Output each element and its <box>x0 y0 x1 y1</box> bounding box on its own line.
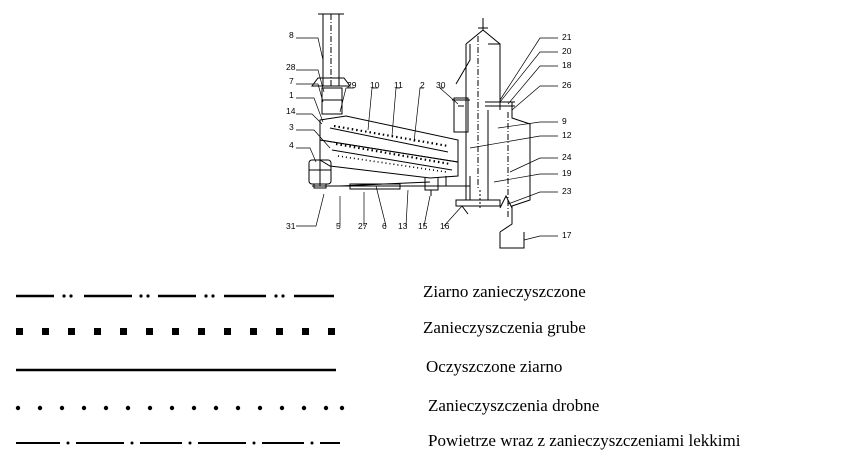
label-23: 23 <box>562 186 572 196</box>
label-29: 29 <box>347 80 357 90</box>
label-14: 14 <box>286 106 296 116</box>
legend-text-3: Oczyszczone ziarno <box>426 357 563 376</box>
legend-line-dash-dot-dot <box>16 294 334 298</box>
legend-line-squares <box>16 328 335 335</box>
legend-text-1: Ziarno zanieczyszczone <box>423 282 586 301</box>
label-20: 20 <box>562 46 572 56</box>
fan-housing <box>321 87 343 115</box>
label-12: 12 <box>562 130 572 140</box>
legend-text-5: Powietrze wraz z zanieczyszczeniami lekk… <box>428 431 741 450</box>
label-3: 3 <box>289 122 294 132</box>
label-28: 28 <box>286 62 296 72</box>
label-26: 26 <box>562 80 572 90</box>
legend-line-dash-dot <box>16 441 340 445</box>
legend-text-2: Zanieczyszczenia grube <box>423 318 586 337</box>
air-duct <box>453 97 469 133</box>
label-18: 18 <box>562 60 572 70</box>
legend-text-4: Zanieczyszczenia drobne <box>428 396 600 415</box>
label-27: 27 <box>358 221 368 231</box>
label-16: 16 <box>440 221 450 231</box>
label-5: 5 <box>336 221 341 231</box>
label-15: 15 <box>418 221 428 231</box>
sieve-body-upper <box>319 115 459 163</box>
cyclone <box>488 101 531 233</box>
label-1: 1 <box>289 90 294 100</box>
label-10: 10 <box>370 80 380 90</box>
label-4: 4 <box>289 140 294 150</box>
label-7: 7 <box>289 76 294 86</box>
label-24: 24 <box>562 152 572 162</box>
label-8: 8 <box>289 30 294 40</box>
label-13: 13 <box>398 221 408 231</box>
label-30: 30 <box>436 80 446 90</box>
label-6: 6 <box>382 221 387 231</box>
label-17: 17 <box>562 230 572 240</box>
label-19: 19 <box>562 168 572 178</box>
label-2: 2 <box>420 80 425 90</box>
aspirator-left-wall <box>465 44 489 201</box>
label-31: 31 <box>286 221 296 231</box>
label-11: 11 <box>394 80 403 90</box>
label-9: 9 <box>562 116 567 126</box>
label-21: 21 <box>562 32 572 42</box>
legend-line-dots <box>15 405 345 411</box>
